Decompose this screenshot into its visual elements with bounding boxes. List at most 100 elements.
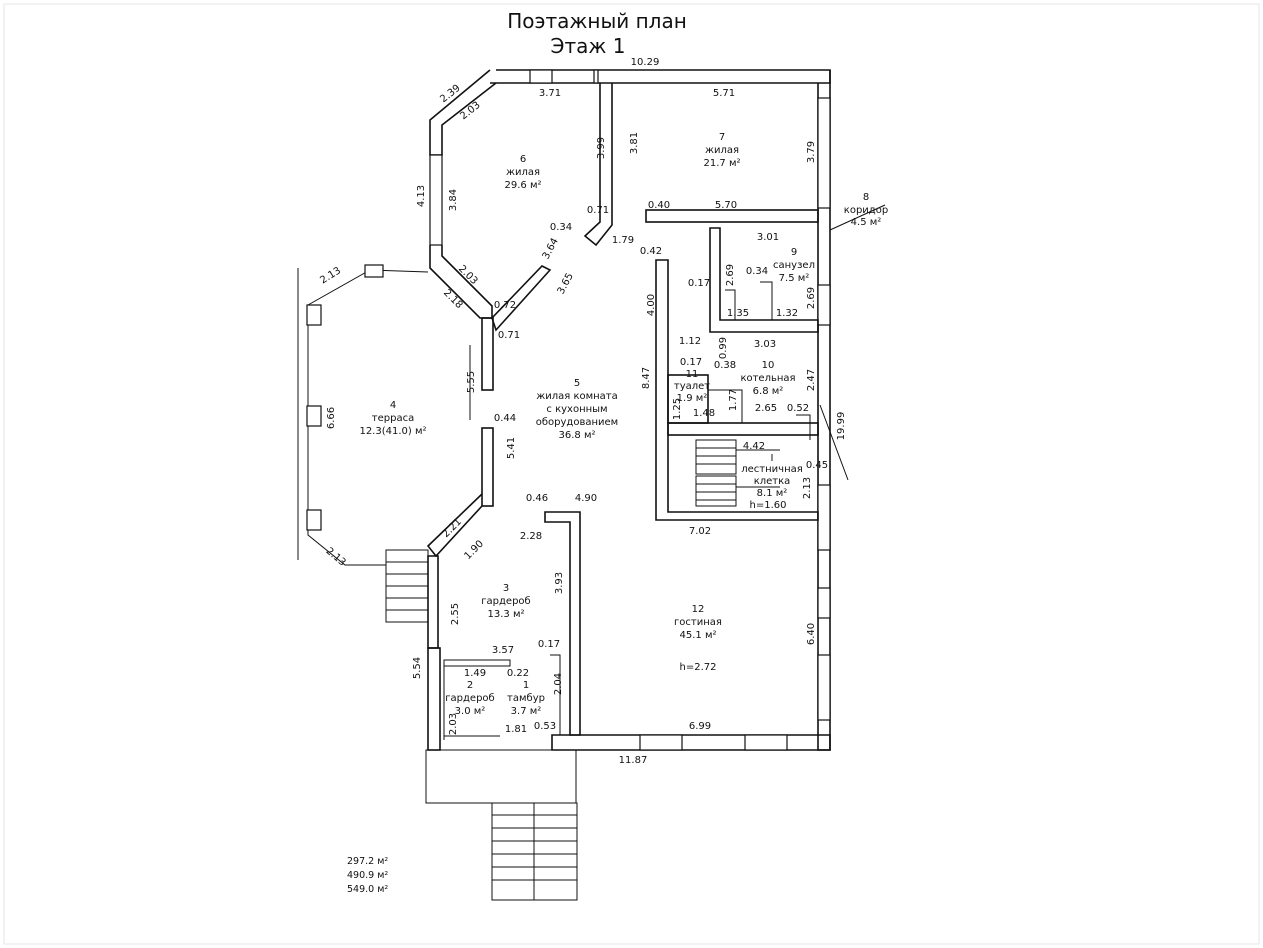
dimension-label: 0.34 — [746, 266, 768, 277]
dimension-label: 6.66 — [326, 407, 337, 429]
room-label-5: 5 жилая комната с кухонным оборудованием… — [536, 378, 618, 441]
dimension-label: 2.65 — [755, 403, 777, 414]
svg-text:2: 2 — [467, 680, 473, 691]
dimension-label: 1.12 — [679, 336, 701, 347]
svg-text:36.8 м²: 36.8 м² — [559, 430, 596, 441]
dimension-label: 2.47 — [806, 369, 817, 391]
room-label-11: 11 туалет 1.9 м² — [674, 369, 710, 404]
dimension-label: 0.42 — [640, 246, 662, 257]
svg-text:оборудованием: оборудованием — [536, 417, 618, 428]
dimension-label: 0.22 — [507, 668, 529, 679]
dimension-label: 0.17 — [538, 639, 560, 650]
svg-text:туалет: туалет — [674, 381, 710, 392]
dimension-label: 0.44 — [494, 413, 516, 424]
dimension-label: 1.49 — [464, 668, 486, 679]
svg-text:h=1.60: h=1.60 — [750, 500, 787, 511]
room-label-6: 6 жилая 29.6 м² — [505, 154, 542, 191]
room-label-1: 1 тамбур 3.7 м² — [507, 680, 545, 717]
stair-icon — [695, 439, 780, 507]
dimension-label: 2.13 — [802, 477, 813, 499]
dimension-label: 0.99 — [718, 337, 729, 359]
svg-text:коридор: коридор — [844, 205, 888, 216]
dimension-label: 3.99 — [596, 137, 607, 159]
svg-text:9: 9 — [791, 247, 797, 258]
dimension-label: 0.40 — [648, 200, 670, 211]
svg-text:h=2.72: h=2.72 — [680, 662, 717, 673]
dimension-label: 1.48 — [693, 408, 715, 419]
room-label-2: 2 гардероб 3.0 м² — [445, 680, 494, 717]
dimension-label: 1.90 — [462, 538, 486, 562]
dimension-label: 5.54 — [412, 657, 423, 679]
dimension-label: 3.01 — [757, 232, 779, 243]
dimension-label: 5.71 — [713, 88, 735, 99]
dimension-label: 8.47 — [641, 367, 652, 389]
room-label-3: 3 гардероб 13.3 м² — [481, 583, 530, 620]
dimension-label: 2.28 — [520, 531, 542, 542]
dimension-label: 4.13 — [416, 185, 427, 207]
dimension-label: 10.29 — [631, 57, 660, 68]
svg-text:жилая комната: жилая комната — [536, 391, 618, 402]
dimension-label: 2.69 — [806, 287, 817, 309]
svg-text:5: 5 — [574, 378, 580, 389]
svg-text:тамбур: тамбур — [507, 693, 545, 704]
dimension-label: 3.64 — [541, 236, 561, 261]
dimension-label: 2.13 — [324, 546, 348, 569]
dimension-label: 0.38 — [714, 360, 736, 371]
dimension-label: 5.70 — [715, 200, 737, 211]
dimension-label: 1.81 — [505, 724, 527, 735]
svg-text:11: 11 — [686, 369, 699, 380]
dimension-label: 7.02 — [689, 526, 711, 537]
room-label-9: 9 санузел 7.5 м² — [773, 247, 815, 284]
svg-text:гардероб: гардероб — [445, 693, 494, 704]
plan-title: Поэтажный план — [507, 9, 687, 33]
svg-text:8.1 м²: 8.1 м² — [757, 488, 788, 499]
room-label-4: 4 терраса 12.3(41.0) м² — [359, 400, 426, 437]
dimension-label: 3.65 — [556, 271, 576, 296]
dimension-label: 3.57 — [492, 645, 514, 656]
svg-text:1: 1 — [523, 680, 529, 691]
svg-text:с кухонным: с кухонным — [546, 404, 607, 415]
svg-text:4: 4 — [390, 400, 396, 411]
dimension-label: 3.93 — [554, 572, 565, 594]
svg-text:29.6 м²: 29.6 м² — [505, 180, 542, 191]
room-label-12: 12 гостиная 45.1 м² h=2.72 — [674, 604, 722, 673]
svg-text:жилая: жилая — [506, 167, 540, 178]
dimension-label: 2.55 — [450, 603, 461, 625]
dimension-label: 4.90 — [575, 493, 597, 504]
dimension-label: 0.71 — [498, 330, 520, 341]
dimension-label: 3.84 — [448, 189, 459, 211]
dimension-label: 1.25 — [672, 398, 683, 420]
dimension-label: 0.46 — [526, 493, 548, 504]
dimension-label: 0.72 — [494, 300, 516, 311]
svg-text:3.7 м²: 3.7 м² — [511, 706, 542, 717]
dimension-label: 11.87 — [619, 755, 648, 766]
total-area-line: 549.0 м² — [347, 884, 388, 895]
svg-text:жилая: жилая — [705, 145, 739, 156]
svg-text:клетка: клетка — [754, 476, 791, 487]
dimension-label: 3.71 — [539, 88, 561, 99]
dimension-label: 5.55 — [466, 371, 477, 393]
svg-text:1.9 м²: 1.9 м² — [677, 393, 708, 404]
dimension-label: 0.17 — [680, 357, 702, 368]
svg-text:гостиная: гостиная — [674, 617, 722, 628]
dimension-label: 2.03 — [458, 100, 482, 122]
dimension-label: 3.79 — [806, 141, 817, 163]
dimension-label: 0.45 — [806, 460, 828, 471]
svg-text:7.5 м²: 7.5 м² — [779, 273, 810, 284]
svg-text:терраса: терраса — [372, 413, 414, 424]
svg-text:21.7 м²: 21.7 м² — [704, 158, 741, 169]
total-area-line: 297.2 м² — [347, 856, 388, 867]
dimension-label: 0.17 — [688, 278, 710, 289]
dimension-label: 1.77 — [728, 389, 739, 411]
dimension-label: 0.52 — [787, 403, 809, 414]
svg-text:I: I — [771, 453, 774, 464]
dimension-label: 0.71 — [587, 205, 609, 216]
room-label-7: 7 жилая 21.7 м² — [704, 132, 741, 169]
dimension-label: 2.39 — [438, 83, 462, 105]
dimension-label: 2.18 — [441, 287, 465, 311]
svg-text:4.5 м²: 4.5 м² — [851, 217, 882, 228]
svg-text:6: 6 — [520, 154, 526, 165]
svg-text:санузел: санузел — [773, 260, 815, 271]
svg-text:45.1 м²: 45.1 м² — [680, 630, 717, 641]
